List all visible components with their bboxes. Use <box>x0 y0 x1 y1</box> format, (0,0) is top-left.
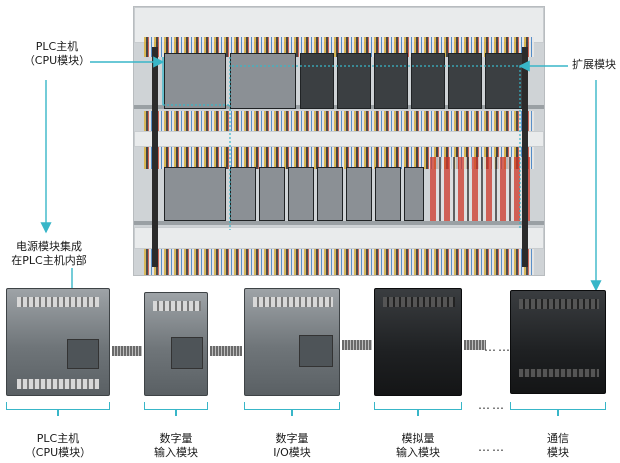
bracket-plc-cpu <box>6 402 110 410</box>
label-digital-input-line2: 输入模块 <box>154 446 198 459</box>
module-plc-cpu <box>6 288 110 396</box>
ribbon-cable <box>342 340 372 350</box>
top-wiring <box>144 37 534 57</box>
photo-module <box>411 53 445 109</box>
photo-module <box>337 53 371 109</box>
bracket-communication <box>510 402 606 410</box>
bracket-tick <box>557 410 559 416</box>
label-digital-io-line2: I/O模块 <box>273 446 311 459</box>
photo-module <box>375 167 401 221</box>
middle-wiring <box>144 111 534 131</box>
terminal-strip <box>17 297 99 307</box>
module-digital-input <box>144 292 208 396</box>
terminal-strip <box>383 297 455 307</box>
photo-module <box>230 53 296 109</box>
label-digital-input: 数字量 输入模块 <box>146 432 206 460</box>
photo-cpu-module <box>164 53 226 109</box>
module-communication <box>510 290 606 394</box>
bracket-analog-input <box>374 402 462 410</box>
label-analog-input-line2: 输入模块 <box>396 446 440 459</box>
power-label: 电源模块集成 在PLC主机内部 <box>4 240 94 268</box>
photo-module <box>485 53 525 109</box>
bottom-wiring <box>144 249 534 275</box>
photo-module <box>288 167 314 221</box>
bracket-tick <box>57 410 59 416</box>
label-plc-cpu: PLC主机 （CPU模块） <box>18 432 98 460</box>
plc-main-label-line2: （CPU模块） <box>23 54 91 67</box>
label-plc-cpu-line2: （CPU模块） <box>24 446 92 459</box>
bracket-digital-io <box>244 402 340 410</box>
photo-module <box>448 53 482 109</box>
label-analog-input-line1: 模拟量 <box>401 432 435 445</box>
photo-cpu-module-2 <box>164 167 226 221</box>
label-digital-io: 数字量 I/O模块 <box>260 432 324 460</box>
ribbon-cable <box>464 340 486 350</box>
label-digital-io-line1: 数字量 <box>275 432 309 445</box>
photo-module <box>300 53 334 109</box>
photo-module <box>317 167 343 221</box>
bracket-tick <box>417 410 419 416</box>
power-label-line1: 电源模块集成 <box>16 240 82 253</box>
vertical-cable-bundle <box>522 47 528 267</box>
front-cover <box>171 337 203 369</box>
label-analog-input: 模拟量 输入模块 <box>388 432 448 460</box>
terminal-strip <box>253 297 333 307</box>
power-label-line2: 在PLC主机内部 <box>11 254 87 267</box>
middle-wire-duct <box>134 131 544 147</box>
ribbon-cable <box>210 346 242 356</box>
label-digital-input-line1: 数字量 <box>159 432 193 445</box>
expansion-label: 扩展模块 <box>572 58 616 71</box>
din-rail-bottom <box>134 221 544 225</box>
front-cover <box>67 339 99 369</box>
bracket-tick <box>175 410 177 416</box>
photo-module <box>346 167 372 221</box>
label-plc-cpu-line1: PLC主机 <box>36 432 80 445</box>
photo-module <box>259 167 285 221</box>
terminal-strip <box>519 369 599 377</box>
ribbon-cable <box>112 346 142 356</box>
ellipsis-2: …… <box>478 398 506 412</box>
module-analog-input <box>374 288 462 396</box>
control-cabinet-photo <box>133 6 545 276</box>
bottom-wire-duct <box>134 227 544 249</box>
bracket-tick <box>291 410 293 416</box>
photo-terminal-relays <box>430 157 530 223</box>
ellipsis-1: …… <box>484 340 512 354</box>
terminal-strip <box>17 379 99 389</box>
plc-main-label-line1: PLC主机 <box>35 40 79 53</box>
front-cover <box>299 335 333 367</box>
label-communication-line2: 模块 <box>547 446 569 459</box>
terminal-strip <box>519 299 599 309</box>
label-communication: 通信 模块 <box>530 432 586 460</box>
terminal-strip <box>153 301 201 311</box>
label-communication-line1: 通信 <box>547 432 569 445</box>
bracket-digital-input <box>144 402 208 410</box>
photo-module <box>404 167 424 221</box>
photo-module <box>374 53 408 109</box>
module-digital-io <box>244 288 340 396</box>
plc-main-label-top: PLC主机 （CPU模块） <box>22 40 92 68</box>
ellipsis-3: …… <box>478 440 506 454</box>
vertical-cable-bundle <box>152 47 158 267</box>
